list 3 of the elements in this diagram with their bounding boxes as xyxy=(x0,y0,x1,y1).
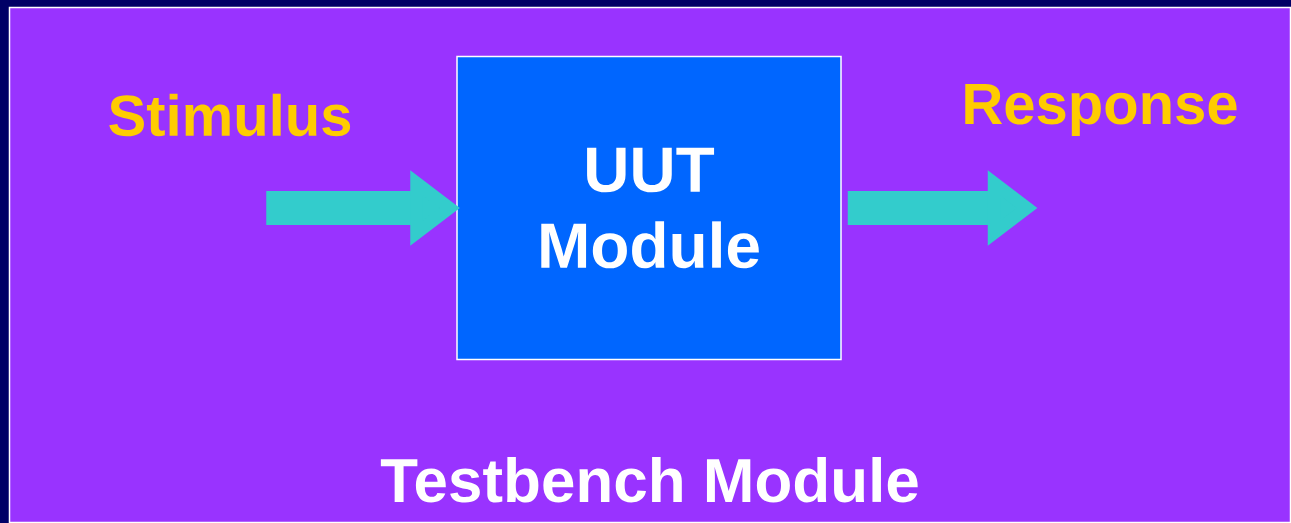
module-box: UUT Module xyxy=(456,55,842,361)
edge-label: Stimulus xyxy=(109,93,351,137)
edge-label: Response xyxy=(965,84,1237,136)
